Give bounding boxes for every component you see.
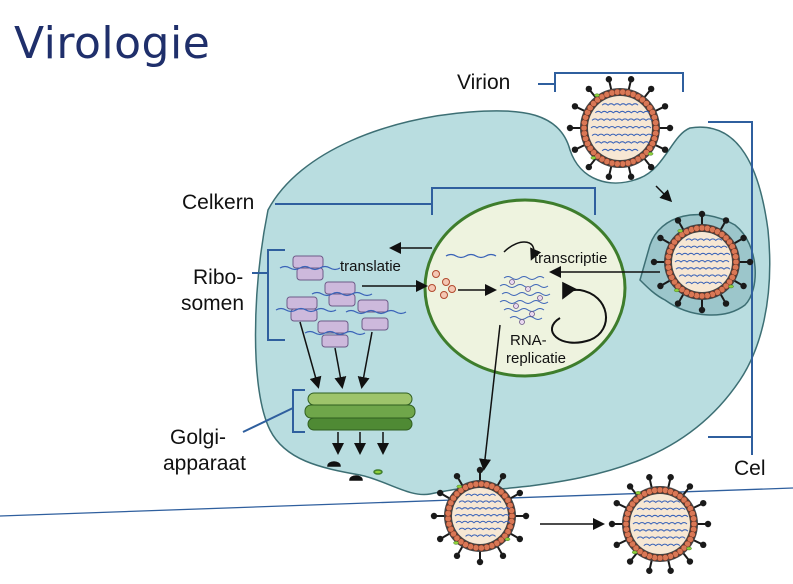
- cel-bracket: [708, 121, 753, 455]
- virion-endocytosed: [650, 210, 754, 314]
- label-cel: Cel: [734, 457, 766, 480]
- replication-loop-arrow: [550, 281, 607, 344]
- label-golgi-line2: apparaat: [163, 452, 246, 475]
- label-golgi-line1: Golgi-: [170, 426, 227, 449]
- label-transcriptie: transcriptie: [534, 250, 608, 267]
- mrna-in-nucleus: [445, 253, 497, 259]
- protein-beads: [428, 270, 456, 299]
- mrna-strands: [275, 265, 407, 336]
- label-ribosomen-line2: somen: [181, 292, 245, 315]
- arrow-virion-entry: [655, 185, 673, 203]
- celkern-bracket: [275, 187, 596, 215]
- virion-bracket: [538, 72, 684, 92]
- slide-title: Virologie: [14, 18, 211, 69]
- golgi-bracket: [242, 389, 305, 433]
- rna-beads: [509, 279, 543, 325]
- ribosomes: [275, 255, 407, 348]
- label-celkern: Celkern: [182, 191, 255, 214]
- label-rna-replicatie-line2: replicatie: [506, 350, 567, 367]
- rna-cluster: [499, 276, 551, 320]
- golgi-apparatus: [304, 392, 416, 431]
- ribosomen-bracket: [252, 249, 285, 341]
- label-ribosomen-line1: Ribo-: [193, 266, 244, 289]
- virion-entering: [566, 76, 674, 180]
- nucleus-contents: [428, 241, 607, 344]
- flow-arrows: [362, 185, 673, 530]
- label-rna-replicatie-line1: RNA-: [510, 332, 547, 349]
- secretory-vesicles: [327, 432, 389, 481]
- virion-released: [608, 474, 712, 574]
- virion-budding: [430, 466, 530, 566]
- arrows-ribosomes-golgi: [299, 321, 373, 389]
- ribosome: [286, 255, 389, 348]
- label-virion: Virion: [457, 71, 511, 94]
- brackets: [242, 72, 753, 455]
- virion-layer: [430, 76, 754, 574]
- arrow-to-budding: [479, 324, 501, 471]
- transcription-loop-arrow: [503, 241, 542, 261]
- label-translatie: translatie: [340, 258, 401, 275]
